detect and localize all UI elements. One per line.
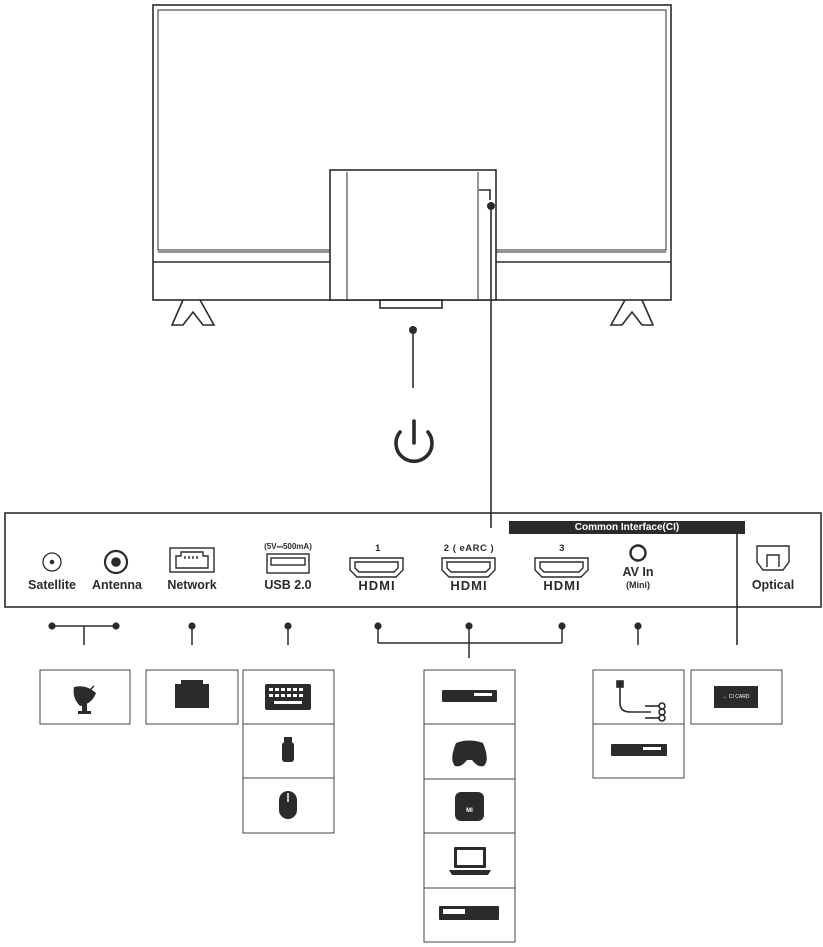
hdmi2-label: HDMI — [450, 578, 488, 593]
hdmi1-number: 1 — [375, 543, 381, 554]
mi-box-icon — [455, 792, 484, 821]
ci-card-icon — [714, 686, 758, 708]
hdmi2-port-icon — [441, 557, 496, 578]
mouse-icon — [279, 791, 297, 819]
satellite-dish-icon — [73, 685, 96, 714]
av-in-sub-label: (Mini) — [626, 580, 650, 590]
right-stand — [609, 299, 655, 326]
av-in-label: AV In — [622, 565, 654, 579]
left-stand — [170, 299, 216, 326]
usb-port-icon — [266, 553, 310, 574]
hdmi3-label: HDMI — [543, 578, 581, 593]
hdmi3-port-icon — [534, 557, 589, 578]
hdmi3-number: 3 — [559, 543, 565, 554]
satellite-port-icon — [42, 552, 62, 572]
antenna-label: Antenna — [92, 578, 142, 592]
usb-drive-icon — [282, 737, 294, 762]
av-cable-icon — [616, 680, 666, 722]
usb-spec-label: (5V⎓500mA) — [264, 542, 312, 551]
gamepad-icon — [452, 740, 487, 767]
network-label: Network — [167, 578, 217, 592]
tv-rear-view — [152, 4, 672, 309]
hdmi2-number: 2 ( eARC ) — [443, 543, 495, 554]
common-interface-bar: Common Interface(CI) — [509, 521, 745, 534]
port-panel — [4, 512, 822, 608]
device-box-av-cable — [592, 669, 685, 725]
device-box-mouse — [242, 777, 335, 834]
ethernet-router-icon — [175, 680, 209, 708]
optical-label: Optical — [751, 578, 795, 592]
power-icon — [394, 419, 434, 464]
hdmi1-label: HDMI — [358, 578, 396, 593]
network-port-icon — [169, 547, 215, 573]
hdmi1-port-icon — [349, 557, 404, 578]
satellite-label: Satellite — [28, 578, 76, 592]
optical-port-icon — [756, 545, 790, 571]
mi-logo: MI — [466, 808, 473, 814]
usb-label: USB 2.0 — [264, 578, 312, 592]
ci-card-text: ← CI CARD — [722, 694, 750, 700]
av-in-port-icon — [629, 544, 647, 562]
antenna-port-icon — [103, 549, 129, 575]
